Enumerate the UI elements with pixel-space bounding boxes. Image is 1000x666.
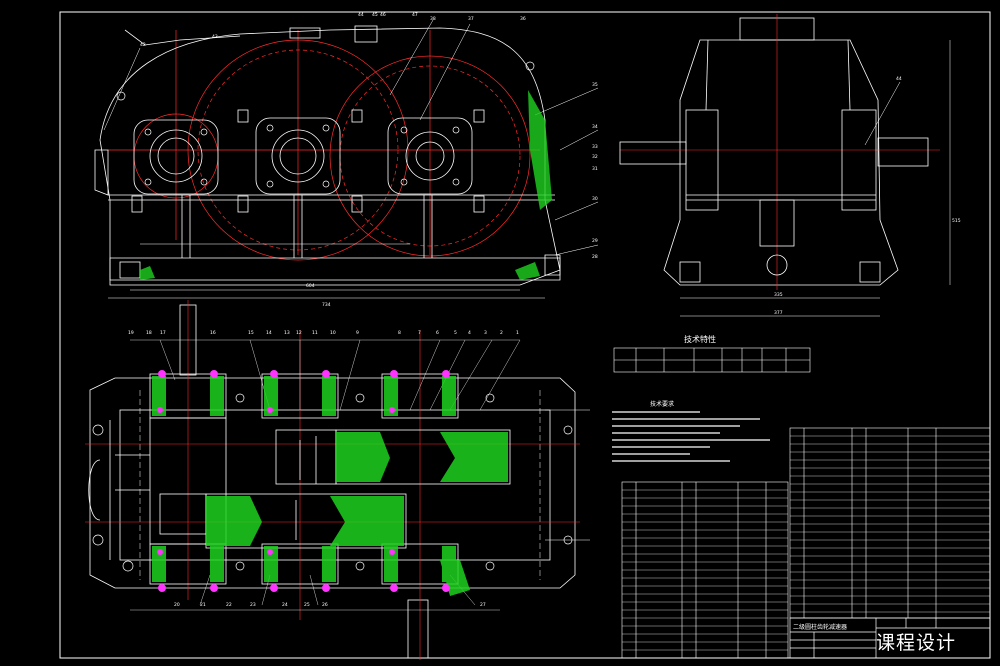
balloon-11: 11 [312,330,318,336]
balloon-16: 16 [210,330,216,336]
front-gears [108,30,540,261]
dim-front-1: 734 [322,302,331,308]
title-block-name: 二级圆柱齿轮减速器 [793,623,847,631]
balloon-14: 14 [266,330,272,336]
balloon-12: 12 [296,330,302,336]
dim-side-1: 377 [774,310,783,316]
balloon-30: 30 [592,196,598,202]
parts-list-right-rows [790,435,990,613]
dim-side-h: 515 [952,218,961,224]
title-block [789,617,991,659]
balloon-34: 34 [592,124,598,130]
balloon-35: 35 [592,82,598,88]
balloon-45: 45 [372,12,378,18]
balloon-43: 43 [212,34,218,40]
balloon-29: 29 [592,238,598,244]
top-holes [92,393,573,572]
front-bolts [116,61,535,188]
balloon-27: 27 [480,602,486,608]
balloon-3: 3 [484,330,487,336]
balloon-1: 1 [516,330,519,336]
balloon-9: 9 [356,330,359,336]
bottom-balloons: 20 21 22 23 24 25 26 27 [174,602,486,608]
side-balloons: 44 [896,76,902,82]
dimension-labels: 734 604 377 335 515 [306,218,961,316]
balloon-31: 31 [592,166,598,172]
top-bolts [157,370,450,592]
top-hatch [152,376,508,596]
balloon-44: 44 [896,76,902,82]
tech-characteristics-table [613,347,811,373]
balloon-25: 25 [304,602,310,608]
sheet-border [59,11,991,659]
balloon-28: 28 [592,254,598,260]
balloon-26: 26 [322,602,328,608]
balloon-20: 20 [174,602,180,608]
balloon-23: 23 [250,602,256,608]
balloon-2: 2 [500,330,503,336]
balloon-13: 13 [284,330,290,336]
side-view [619,14,951,317]
balloon-21: 21 [200,602,206,608]
balloon-6: 6 [436,330,439,336]
balloon-33: 33 [592,144,598,150]
tech-requirements-lines [612,411,770,462]
balloon-46: 46 [380,12,386,18]
balloon-24: 24 [282,602,288,608]
balloon-15: 15 [248,330,254,336]
balloon-32: 32 [592,154,598,160]
balloon-5: 5 [454,330,457,336]
balloon-36: 36 [520,16,526,22]
balloon-44: 44 [358,12,364,18]
top-balloons: 19 18 17 16 15 14 13 12 11 10 9 8 7 6 5 4 3 2 1 [128,330,519,336]
balloon-37: 37 [468,16,474,22]
dim-front-2: 604 [306,283,315,289]
front-view [94,19,599,299]
course-design-label: 课程设计 [876,632,957,654]
dim-side-2: 335 [774,292,783,298]
balloon-8: 8 [398,330,401,336]
tech-table-title: 技术特性 [684,334,716,344]
balloon-17: 17 [160,330,166,336]
balloon-18: 18 [146,330,152,336]
parts-list-left-rows [622,489,788,651]
balloon-19: 19 [128,330,134,336]
balloon-47: 47 [412,12,418,18]
balloon-22: 22 [226,602,232,608]
balloon-38: 38 [430,16,436,22]
tech-req-title: 技术要求 [650,400,674,408]
balloon-7: 7 [418,330,421,336]
balloon-4: 4 [468,330,471,336]
balloon-42: 42 [140,42,146,48]
front-hatch [140,90,552,280]
balloon-10: 10 [330,330,336,336]
parts-list-right [789,427,991,619]
